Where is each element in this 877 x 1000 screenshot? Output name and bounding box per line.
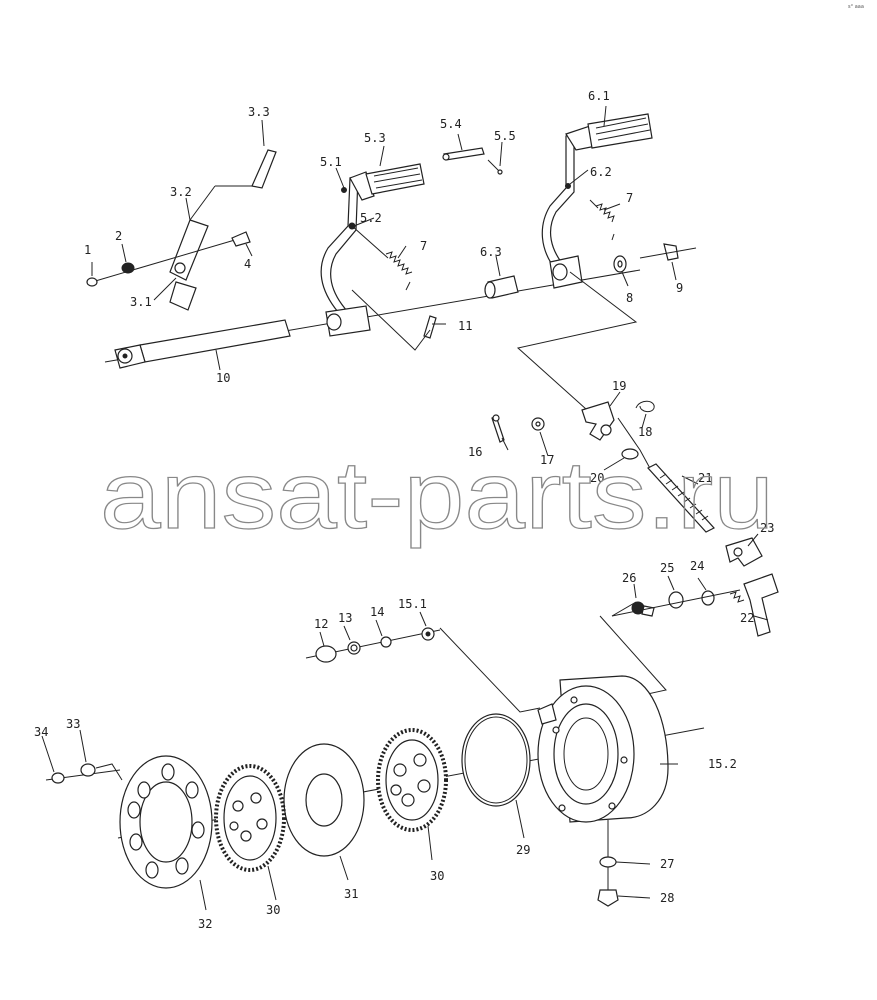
label-5-4: 5.4 (440, 117, 462, 131)
washer-17 (531, 417, 545, 431)
label-4: 4 (244, 257, 251, 271)
clip-18 (635, 400, 655, 413)
label-10: 10 (216, 371, 230, 385)
watermark: ansat-parts.ru (100, 442, 774, 549)
corner-mark: s° aaa (848, 4, 864, 10)
pedal-5 (320, 163, 425, 337)
nut-20 (621, 448, 639, 460)
label-15-2: 15.2 (708, 757, 737, 771)
label-33: 33 (66, 717, 80, 731)
label-30-left: 30 (266, 903, 280, 917)
spring-7-right (589, 199, 615, 241)
label-20: 20 (590, 471, 604, 485)
parts-33-34 (45, 763, 123, 784)
ring-29 (461, 713, 531, 807)
clip-11 (423, 315, 437, 339)
label-21: 21 (698, 471, 712, 485)
label-3-3: 3.3 (248, 105, 270, 119)
disc-30-right (376, 728, 448, 832)
plate-31 (283, 743, 365, 857)
label-23: 23 (760, 521, 774, 535)
pin-5-4-5-5 (442, 147, 503, 175)
label-5-3: 5.3 (364, 131, 386, 145)
label-19: 19 (612, 379, 626, 393)
label-30-right: 30 (430, 869, 444, 883)
label-3-2: 3.2 (170, 185, 192, 199)
label-32: 32 (198, 917, 212, 931)
label-11: 11 (458, 319, 472, 333)
label-9: 9 (676, 281, 683, 295)
rod-21 (647, 463, 715, 533)
clevis-23 (725, 537, 763, 567)
label-1: 1 (84, 243, 91, 257)
label-14: 14 (370, 605, 384, 619)
leader-lines (41, 105, 769, 911)
lever-22 (729, 573, 779, 637)
clevis-19 (581, 401, 615, 441)
pin-1-spring-2-line (86, 231, 251, 287)
leaf-3-2 (169, 149, 277, 311)
label-12: 12 (314, 617, 328, 631)
label-6-1: 6.1 (588, 89, 610, 103)
shaft-10 (104, 269, 641, 369)
pressure-plate-32 (119, 755, 213, 889)
label-17: 17 (540, 453, 554, 467)
label-13: 13 (338, 611, 352, 625)
label-22: 22 (740, 611, 754, 625)
label-7-right: 7 (626, 191, 633, 205)
bushing-6-3 (484, 275, 519, 299)
label-15-1: 15.1 (398, 597, 427, 611)
parts-24-25-26 (611, 589, 741, 617)
pin-16 (491, 414, 505, 443)
housing-15-2 (537, 675, 669, 823)
label-16: 16 (468, 445, 482, 459)
label-3-1: 3.1 (130, 295, 152, 309)
nut-27-28 (597, 820, 619, 907)
spring-7-left (351, 225, 413, 291)
label-18: 18 (638, 425, 652, 439)
label-25: 25 (660, 561, 674, 575)
label-28: 28 (660, 891, 674, 905)
label-6-2: 6.2 (590, 165, 612, 179)
label-26: 26 (622, 571, 636, 585)
linkage-lines (351, 271, 667, 713)
label-7-left: 7 (420, 239, 427, 253)
washer-8-nut-9 (613, 243, 697, 273)
label-5-1: 5.1 (320, 155, 342, 169)
label-27: 27 (660, 857, 674, 871)
pedal-6 (541, 113, 653, 289)
small-parts-12-13-14-15-1 (305, 627, 441, 663)
label-6-3: 6.3 (480, 245, 502, 259)
disc-30-left (214, 764, 286, 872)
label-34: 34 (34, 725, 48, 739)
label-8: 8 (626, 291, 633, 305)
label-29: 29 (516, 843, 530, 857)
label-31: 31 (344, 887, 358, 901)
label-5-5: 5.5 (494, 129, 516, 143)
label-5-2: 5.2 (360, 211, 382, 225)
label-2: 2 (115, 229, 122, 243)
label-24: 24 (690, 559, 704, 573)
